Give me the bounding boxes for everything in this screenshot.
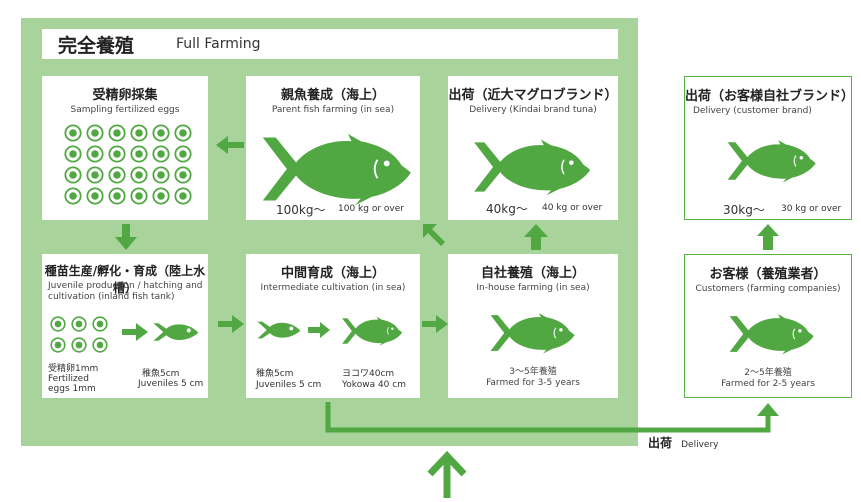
- juvenile-label-en: Juveniles 5 cm: [256, 380, 322, 390]
- box-title: 出荷（お客様自社ブランド）: [685, 89, 855, 104]
- weight-jp: 40kg〜: [486, 202, 528, 216]
- years-jp: 2〜5年養殖: [744, 368, 792, 378]
- delivery-label: 出荷 Delivery: [648, 432, 718, 451]
- box-inhouse-farming: 自社養殖（海上） In-house farming (in sea) 3〜5年養…: [448, 254, 618, 398]
- egg-label-jp: 受精卵1mm: [48, 364, 99, 374]
- weight-en: 30 kg or over: [781, 204, 842, 214]
- box-title: お客様（養殖業者）: [709, 267, 827, 282]
- arrow-icon: [216, 136, 244, 154]
- box-title: 自社養殖（海上）: [480, 266, 585, 281]
- box-subtitle: Delivery (Kindai brand tuna): [469, 105, 597, 115]
- yokowa-label-jp: ヨコワ40cm: [342, 369, 395, 379]
- juvenile-label-en: Juveniles 5 cm: [138, 379, 204, 389]
- years-jp: 3〜5年養殖: [509, 367, 557, 377]
- title-en: Full Farming: [176, 36, 261, 52]
- box-subtitle: Parent fish farming (in sea): [271, 105, 395, 115]
- box-subtitle: In-house farming (in sea): [476, 283, 590, 293]
- box-title: 受精卵採集: [92, 88, 158, 103]
- years-en: Farmed for 3-5 years: [486, 378, 580, 388]
- box-subtitle: Intermediate cultivation (in sea): [260, 283, 406, 293]
- years-en: Farmed for 2-5 years: [721, 379, 815, 389]
- arrow-icon: [524, 224, 548, 250]
- box-juvenile-production: 種苗生産/孵化・育成（陸上水槽） Juvenile production / h…: [42, 254, 208, 398]
- delivery-label-en: Delivery: [681, 440, 719, 450]
- title-jp: 完全養殖: [58, 35, 135, 57]
- arrow-icon: [115, 224, 137, 250]
- box-subtitle: Customers (farming companies): [695, 284, 841, 294]
- arrow-icon: [423, 224, 445, 246]
- box-parent-fish: 親魚養成（海上） Parent fish farming (in sea) 10…: [246, 76, 420, 220]
- box-fertilized-eggs: 受精卵採集 Sampling fertilized eggs: [42, 76, 208, 220]
- box-title: 種苗生産/孵化・育成（陸上水槽）: [44, 264, 206, 295]
- box-customer-delivery: 出荷（お客様自社ブランド） Delivery (customer brand) …: [684, 76, 855, 220]
- box-title: 中間育成（海上）: [280, 266, 385, 281]
- delivery-label-jp: 出荷: [648, 436, 673, 450]
- arrow-icon: [122, 323, 148, 341]
- yokowa-label-en: Yokowa 40 cm: [342, 380, 406, 390]
- title-bar: [42, 29, 618, 59]
- box-title: 親魚養成（海上）: [280, 88, 385, 103]
- box-kindai-delivery: 出荷（近大マグロブランド） Delivery (Kindai brand tun…: [448, 76, 618, 220]
- weight-jp: 100kg〜: [276, 203, 326, 217]
- box-title: 出荷（近大マグロブランド）: [448, 88, 618, 103]
- arrow-icon: [308, 322, 330, 338]
- box-customers: お客様（養殖業者） Customers (farming companies) …: [684, 254, 852, 398]
- egg-label-en: Fertilized eggs 1mm: [48, 374, 96, 394]
- arrow-icon: [757, 224, 779, 250]
- arrow-icon: [427, 450, 467, 498]
- box-subtitle: Delivery (customer brand): [693, 106, 812, 116]
- weight-en: 100 kg or over: [338, 204, 404, 214]
- box-subtitle: Sampling fertilized eggs: [70, 105, 180, 115]
- weight-en: 40 kg or over: [542, 203, 603, 213]
- box-intermediate-cultivation: 中間育成（海上） Intermediate cultivation (in se…: [246, 254, 420, 398]
- box-subtitle: Juvenile production / hatching and culti…: [48, 281, 203, 302]
- arrow-icon: [218, 315, 244, 333]
- arrow-icon: [422, 315, 448, 333]
- weight-jp: 30kg〜: [723, 203, 765, 217]
- juvenile-label-jp: 稚魚5cm: [142, 369, 180, 379]
- juvenile-label-jp: 稚魚5cm: [256, 369, 294, 379]
